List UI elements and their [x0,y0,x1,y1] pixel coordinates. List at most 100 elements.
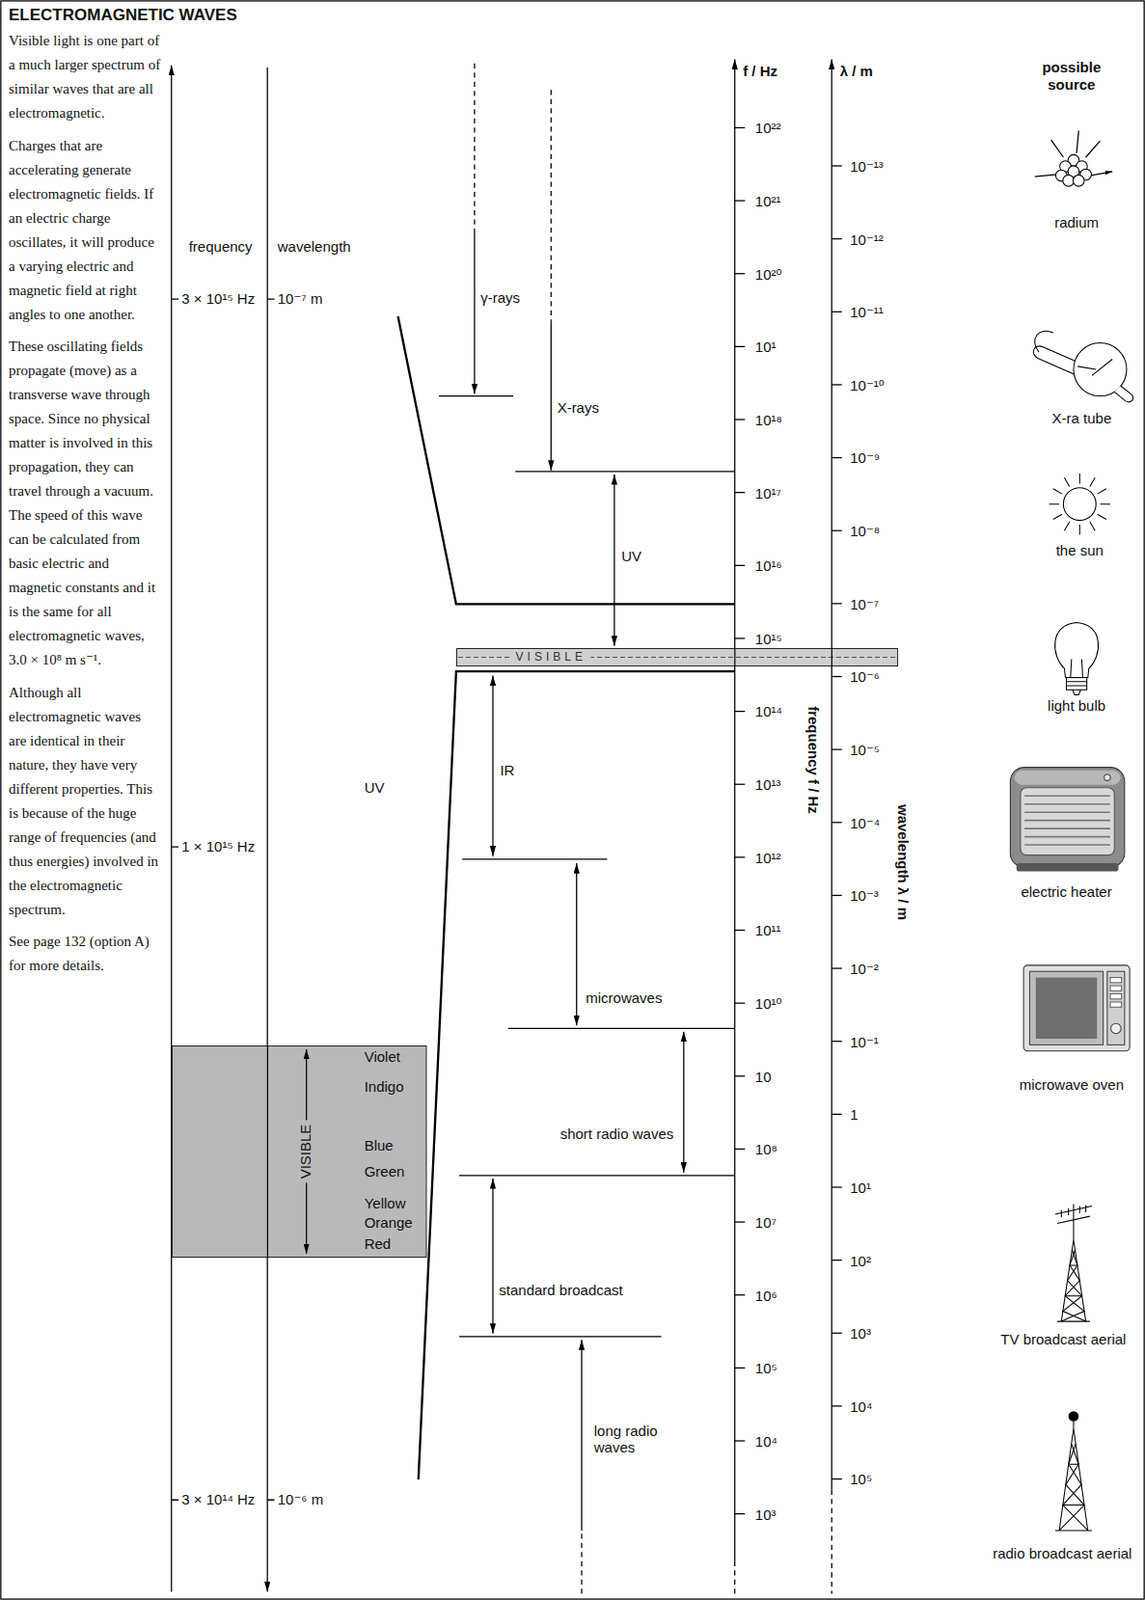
oven-door [1029,971,1103,1045]
axis-line [734,648,736,667]
wavelength-tick-label: 10⁻² [849,960,879,976]
electric-heater-icon [1009,767,1124,873]
scale-value: 3 × 10¹⁴ Hz [181,1492,255,1509]
zoom-guide-line [398,316,736,604]
range-boundary [462,858,607,860]
range-continuation [580,1530,582,1595]
tube-arm [1033,346,1076,375]
oven-dial [1111,1023,1122,1035]
region-label: X-rays [557,400,600,417]
wavelength-tick-label: 10⁻¹³ [849,158,884,173]
axis-tick [735,127,746,129]
axis-tick [735,1148,746,1150]
axis-tick [735,1075,746,1077]
wavelength-tick-label: 10⁻⁹ [849,450,880,465]
axis-tick [831,1114,843,1116]
band-title: VISIBLE [512,651,591,663]
bulb-cap [1066,678,1088,691]
bulb-contact [1066,681,1088,696]
source-label: the sun [1056,543,1104,560]
aerial-rods [1055,1203,1092,1240]
sun-ray [1049,473,1111,535]
axis-tick [831,238,843,240]
axis-tick [831,1333,843,1335]
wavelength-tick-label: 10⁻¹² [849,231,884,246]
frequency-tick-label: 10¹² [755,849,782,865]
oven-window [1035,978,1097,1039]
axis-tick [831,457,843,459]
aerial-ball [1068,1411,1080,1422]
axis-title: frequency f / Hz [805,706,822,815]
wavelength-tick-label: 10⁻⁶ [849,669,880,684]
emission-arrow [1035,130,1113,177]
column-heading: possible source [1035,58,1109,93]
heater-base [1016,863,1119,872]
wavelength-tick-label: 10⁵ [849,1472,873,1487]
tower-frame [1055,1421,1092,1531]
axis-tick [831,1478,843,1480]
zoom-guide-line [418,671,736,1480]
axis-tick [735,491,746,493]
wavelength-tick-label: 10⁻¹⁰ [849,377,885,392]
frequency-tick-label: 10⁵ [755,1361,778,1376]
source-label: TV broadcast aerial [1000,1331,1126,1348]
axis-tick [735,929,746,931]
heater-knob [1104,774,1111,781]
wavelength-tick-label: 1 [849,1107,858,1122]
source-label: X-ra tube [1052,409,1113,427]
range-boundary [508,1028,736,1030]
band-title: VISIBLE [298,1120,315,1184]
frequency-tick-label: 10⁸ [755,1142,778,1157]
axis-tick [735,1221,746,1223]
axis-tick [831,1186,843,1188]
wavelength-tick-label: 10⁻⁷ [849,596,879,611]
wavelength-tick-label: 10⁻¹¹ [849,304,884,320]
source-label: light bulb [1047,697,1106,714]
axis-tick [831,748,843,750]
axis-tick [735,1513,746,1515]
oven-button [1110,994,1122,1000]
axis-tick [735,710,746,712]
frequency-scale-line [170,65,172,1593]
frequency-tick-label: 10¹¹ [755,923,782,938]
electrode [1077,358,1113,376]
source-label: radio broadcast aerial [992,1546,1132,1563]
frequency-tick-label: 10¹⁷ [755,485,782,500]
oven-button [1110,978,1122,983]
axis-tick [831,383,843,385]
colour-name: Red [364,1235,392,1253]
sun-disc [1063,488,1096,521]
sun-icon [1049,473,1111,535]
wavelength-tick-label: 10² [849,1253,872,1268]
colour-name: Green [364,1163,406,1180]
axis-tick [831,967,843,969]
frequency-tick-label: 10¹⁴ [755,704,783,719]
axis-tick [831,1259,843,1261]
wavelength-tick-label: 10⁻⁴ [849,815,880,830]
wavelength-tick-label: 10⁻⁸ [849,523,880,539]
scale-label: frequency [189,238,253,255]
tv-aerial-icon [1055,1203,1092,1322]
range-arrow [682,1032,684,1173]
bulb-glass [1055,622,1099,678]
range-boundary [515,470,735,472]
visible-band: VISIBLE [456,648,899,667]
frequency-axis [734,58,736,1561]
source-label: electric heater [1020,883,1112,900]
axis-tick [735,1367,746,1369]
frequency-tick-label: 10²⁰ [755,266,783,281]
scale-value: 3 × 10¹⁵ Hz [181,290,255,307]
scale-value: 10⁻⁷ m [277,290,324,307]
axis-tick [831,530,843,532]
region-label: short radio waves [560,1126,675,1144]
frequency-tick-label: 10³ [755,1506,777,1522]
axis-line [831,648,833,667]
tube-arm [1114,385,1133,403]
oven-button [1110,985,1122,991]
wavelength-tick-label: 10⁻³ [849,888,879,903]
body-paragraph: Charges that are accelerating generate e… [8,134,162,328]
frequency-tick-label: 10¹ [755,339,777,355]
colour-name: Violet [364,1048,401,1065]
body-paragraph: Visible light is one part of a much larg… [8,28,162,126]
